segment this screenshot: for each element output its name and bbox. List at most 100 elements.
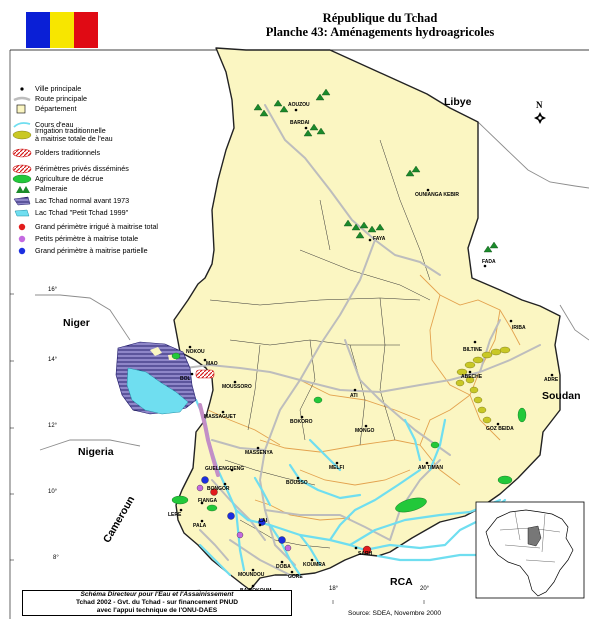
town-label: BOUSSO [286,480,308,486]
legend-item-red-dot: Grand périmètre irrigué à maitrise total [12,222,158,232]
flag-stripe-yellow [50,12,74,48]
credit-line-2: Tchad 2002 - Gvt. du Tchad - sur finance… [75,598,239,606]
legend-item-private: Périmètres privés disséminés [12,164,129,174]
flag-stripe-red [74,12,98,48]
town-label: GOZ BEIDA [486,426,514,432]
legend-label: Périmètres privés disséminés [35,164,129,174]
lake-chad-1999 [126,367,189,415]
legend-item-lake1973: Lac Tchad normal avant 1973 [12,196,129,206]
internal-lines [209,139,431,549]
palm-groves [253,88,499,253]
legend-label: Grand périmètre à maitrise partielle [35,246,148,256]
town-label: FAYA [373,236,386,242]
lake1999-icon [12,208,32,218]
credit-line-1: Schéma Directeur pour l'Eau et l'Assaini… [80,591,234,598]
country-label-sudan: Soudan [542,390,581,402]
lake-islands [150,347,176,360]
legend-label: Ville principale [35,84,82,94]
legend-item-department: Département [12,104,77,114]
lon-label-20: 20° [420,586,430,592]
country-label-nigeria: Nigeria [78,446,114,458]
town-label: AM TIMAN [418,465,443,471]
title-country: République du Tchad [322,11,438,25]
title-plate: Planche 43: Aménagements hydroagricoles [265,25,495,39]
town-label: FADA [482,259,496,265]
town-label: MAO [206,361,218,367]
legend-item-road: Route principale [12,94,87,104]
town-label: BOKORO [290,419,313,425]
legend-label: Agriculture de décrue [35,174,104,184]
lon-label-18: 18° [329,586,339,592]
palm-icon [12,184,32,194]
lat-label-16: 16° [48,287,58,293]
legend-label: Lac Tchad normal avant 1973 [35,196,130,206]
river-icon [12,120,32,130]
town-label: MOUSSORO [222,384,252,390]
legend-label: Grand périmètre irrigué à maitrise total [35,222,159,232]
town-label: FIANGA [198,498,218,504]
town-label: MELFI [329,465,344,471]
town-label: BILTINE [463,347,483,353]
legend-label: Petits périmètre à maitrise totale [35,234,139,244]
town-label: ADRE [544,377,559,383]
town-label: BONGOR [207,486,230,492]
source-note: Source: SDEA, Novembre 2000 [348,610,442,617]
africa-outline [485,509,574,597]
town-label: NOKOU [186,349,205,355]
traditional-irrigation [455,346,511,424]
town-label: IRIBA [512,325,526,331]
irrigation-icon [12,130,32,140]
legend-label: Polders traditionnels [35,148,101,158]
lat-label-8: 8° [53,555,59,561]
town-label: OUNIANGA KEBIR [415,192,459,198]
legend-label: Département [35,104,77,114]
blue-dot-icon [12,246,32,256]
town-label: PALA [193,523,207,529]
lake1973-icon [12,196,32,206]
private-icon [12,164,32,174]
town-label: GUELENGDENG [205,466,245,472]
lat-label-14: 14° [48,357,58,363]
town-label: AOUZOU [288,102,310,108]
legend-item-palm: Palmeraie [12,184,67,194]
town-label: BOL [180,376,191,382]
road-icon [12,94,32,104]
private-perimeters [198,403,220,477]
polders-bol [195,369,215,379]
town-label: ABECHE [461,374,483,380]
irrigated-perimeters [196,476,372,555]
town-label: GORE [288,574,303,580]
decrue-icon [12,174,32,184]
country-label-car: RCA [390,576,413,588]
town-label: MASSAGUET [204,414,236,420]
country-label-libya: Libye [444,96,472,108]
town-label: ATI [350,393,358,399]
polders-icon [12,148,32,158]
town-label: DOBA [276,564,291,570]
graticule [10,293,425,604]
country-label-niger: Niger [63,317,90,329]
legend-label: Cours d'eau [35,120,74,130]
legend-item-river: Cours d'eau [12,120,74,130]
legend-label: Route principale [35,94,87,104]
red-dot-icon [12,222,32,232]
violet-dot-icon [12,234,32,244]
lat-label-10: 10° [48,489,58,495]
legend-label: Irrigation traditionnelle à maitrise tot… [35,126,113,143]
dot-icon [12,84,32,94]
department-icon [12,104,32,114]
legend-item-blue-dot: Grand périmètre à maitrise partielle [12,246,148,256]
map-title: République du Tchad Planche 43: Aménagem… [180,11,580,39]
legend-item-decrue: Agriculture de décrue [12,174,103,184]
credit-box: Schéma Directeur pour l'Eau et l'Assaini… [22,590,292,616]
town-label: MASSENYA [245,450,273,456]
legend-item-dot: Ville principale [12,84,81,94]
town-label: KOUMRA [303,562,326,568]
chad-flag [26,12,98,48]
credit-line-3: avec l'appui technique de l'ONU-DAES [96,606,218,614]
town-label: SARH [358,551,373,557]
lat-label-12: 12° [48,423,58,429]
town-markers [179,108,554,588]
